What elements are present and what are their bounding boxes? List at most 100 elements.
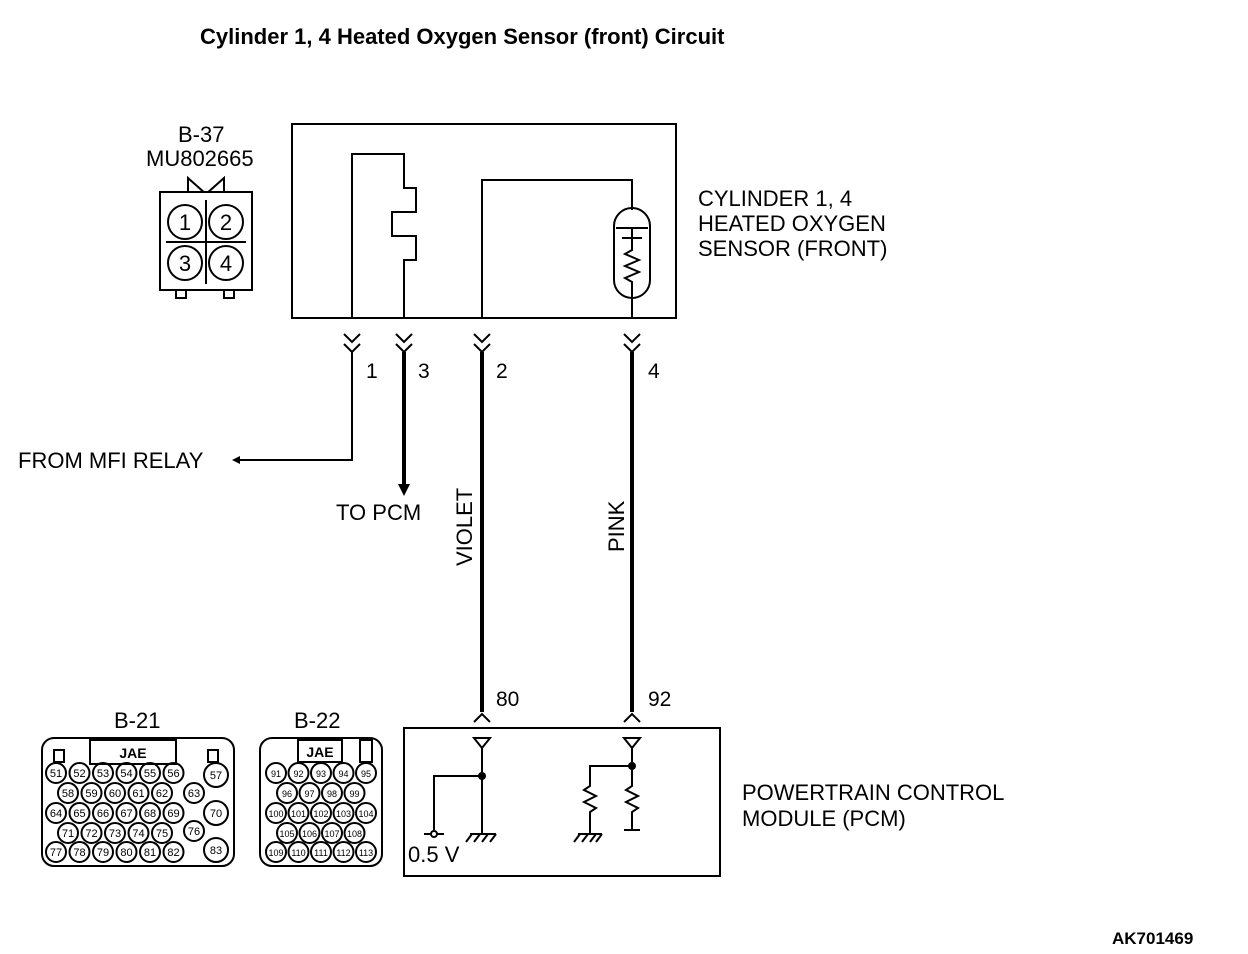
connector-pin-label: 69	[167, 808, 179, 820]
sensor-connector-part: MU802665	[146, 146, 254, 171]
connector-pin-label: 66	[97, 808, 109, 820]
diagram-title: Cylinder 1, 4 Heated Oxygen Sensor (fron…	[200, 24, 725, 49]
connector-pin	[139, 802, 161, 824]
connector-pin-label: 67	[120, 808, 132, 820]
connector-pin	[92, 802, 114, 824]
connector-pin-label: 93	[316, 769, 326, 779]
sensor-label-line1: CYLINDER 1, 4	[698, 186, 852, 211]
connector-pin-label: 98	[327, 789, 337, 799]
connector-pin-label: 112	[336, 848, 350, 858]
connector-pin-label: 95	[361, 769, 371, 779]
connector-pin	[139, 762, 161, 784]
pcm-internal-circuit	[424, 737, 643, 843]
connector-pin	[332, 841, 355, 863]
connector-pin	[57, 822, 79, 844]
connector-pin	[287, 762, 310, 784]
connector-pin-label: 99	[349, 789, 359, 799]
connector-pin	[92, 762, 114, 784]
connector-pin	[265, 802, 287, 824]
connector-pin-label: 79	[97, 847, 109, 859]
connector-pin	[151, 822, 173, 844]
connector-pin-label: 104	[358, 809, 373, 819]
connector-pin-label: 113	[359, 848, 373, 858]
connector-pin-label: 107	[324, 829, 339, 839]
wire-mfi-relay	[236, 352, 353, 461]
connector-pin	[355, 802, 377, 824]
pcm-pin-92: 92	[648, 688, 671, 711]
connector-pin-label: 91	[271, 769, 281, 779]
connector-pin	[310, 802, 332, 824]
sensor-label-line2: HEATED OXYGEN	[698, 211, 886, 236]
connector-pin-label: 58	[62, 788, 74, 800]
connector-pin	[115, 802, 138, 824]
connector-pin-label: 3	[179, 251, 191, 276]
connector-pin	[68, 802, 91, 824]
connector-pin-label: 81	[144, 847, 156, 859]
connector-pin	[80, 822, 103, 844]
oxygen-sensor-box	[291, 123, 677, 319]
connector-pin	[343, 822, 366, 844]
connector-pin	[287, 841, 310, 863]
connector-pin	[183, 820, 205, 842]
sensor-label-line3: SENSOR (FRONT)	[698, 236, 887, 261]
connector-pin-label: 54	[120, 768, 132, 780]
connector-pin-label: 60	[109, 788, 121, 800]
connector-pin	[332, 802, 355, 824]
voltage-label: 0.5 V	[408, 842, 460, 867]
connector-pin-label: 108	[347, 829, 362, 839]
connector-pin-label: 70	[210, 808, 222, 820]
connector-pin	[298, 782, 321, 804]
connector-pin	[265, 762, 287, 784]
connector-pin-label: 73	[109, 828, 121, 840]
connector-pin	[68, 841, 91, 863]
connector-pin-label: 82	[167, 847, 179, 859]
connector-pin	[151, 782, 173, 804]
connector-pin	[310, 841, 332, 863]
connector-pin	[287, 802, 310, 824]
connector-pin-label: 65	[73, 808, 85, 820]
pcm-terminal-mark	[623, 712, 641, 723]
connector-pin-label: 63	[188, 788, 200, 800]
connector-pin	[183, 782, 205, 804]
connector-pin	[80, 782, 103, 804]
connector-pin	[127, 822, 150, 844]
connector-pin	[203, 762, 229, 788]
pcm-terminal-mark	[473, 712, 491, 723]
connector-pin-label: 4	[220, 251, 232, 276]
terminal-chevrons	[343, 333, 641, 354]
connector-pin-label: 97	[304, 789, 314, 799]
heater-element	[351, 153, 417, 318]
connector-pin-label: 94	[338, 769, 348, 779]
arrow-down-icon	[398, 484, 410, 496]
connector-pin	[68, 762, 91, 784]
connector-pin-label: 83	[210, 845, 222, 857]
connector-pin-label: 2	[220, 210, 232, 235]
connector-pin	[332, 762, 355, 784]
sensor-signal-wire	[481, 179, 633, 318]
connector-pin-label: 75	[156, 828, 168, 840]
connector-pin-label: 111	[314, 848, 328, 858]
pcm-label-line1: POWERTRAIN CONTROL	[742, 780, 1004, 805]
wire-color-violet: VIOLET	[452, 488, 477, 566]
connector-pin	[92, 841, 114, 863]
pin-number-4: 4	[648, 360, 660, 383]
connector-pin-label: 106	[302, 829, 317, 839]
connector-pin-label: 53	[97, 768, 109, 780]
connector-pin	[355, 762, 377, 784]
connector-pin-label: 103	[336, 809, 351, 819]
connector-pin-label: 105	[279, 829, 294, 839]
connector-pin	[139, 841, 161, 863]
connector-pin-label: 62	[156, 788, 168, 800]
connector-pin-label: 72	[85, 828, 97, 840]
connector-pin-label: 59	[85, 788, 97, 800]
connector-pin-label: 55	[144, 768, 156, 780]
connector-pin-label: 96	[282, 789, 292, 799]
connector-pin	[104, 822, 126, 844]
connector-pin	[310, 762, 332, 784]
pcm-label-line2: MODULE (PCM)	[742, 806, 906, 831]
connector-pin	[343, 782, 366, 804]
wire-color-pink: PINK	[604, 500, 629, 552]
